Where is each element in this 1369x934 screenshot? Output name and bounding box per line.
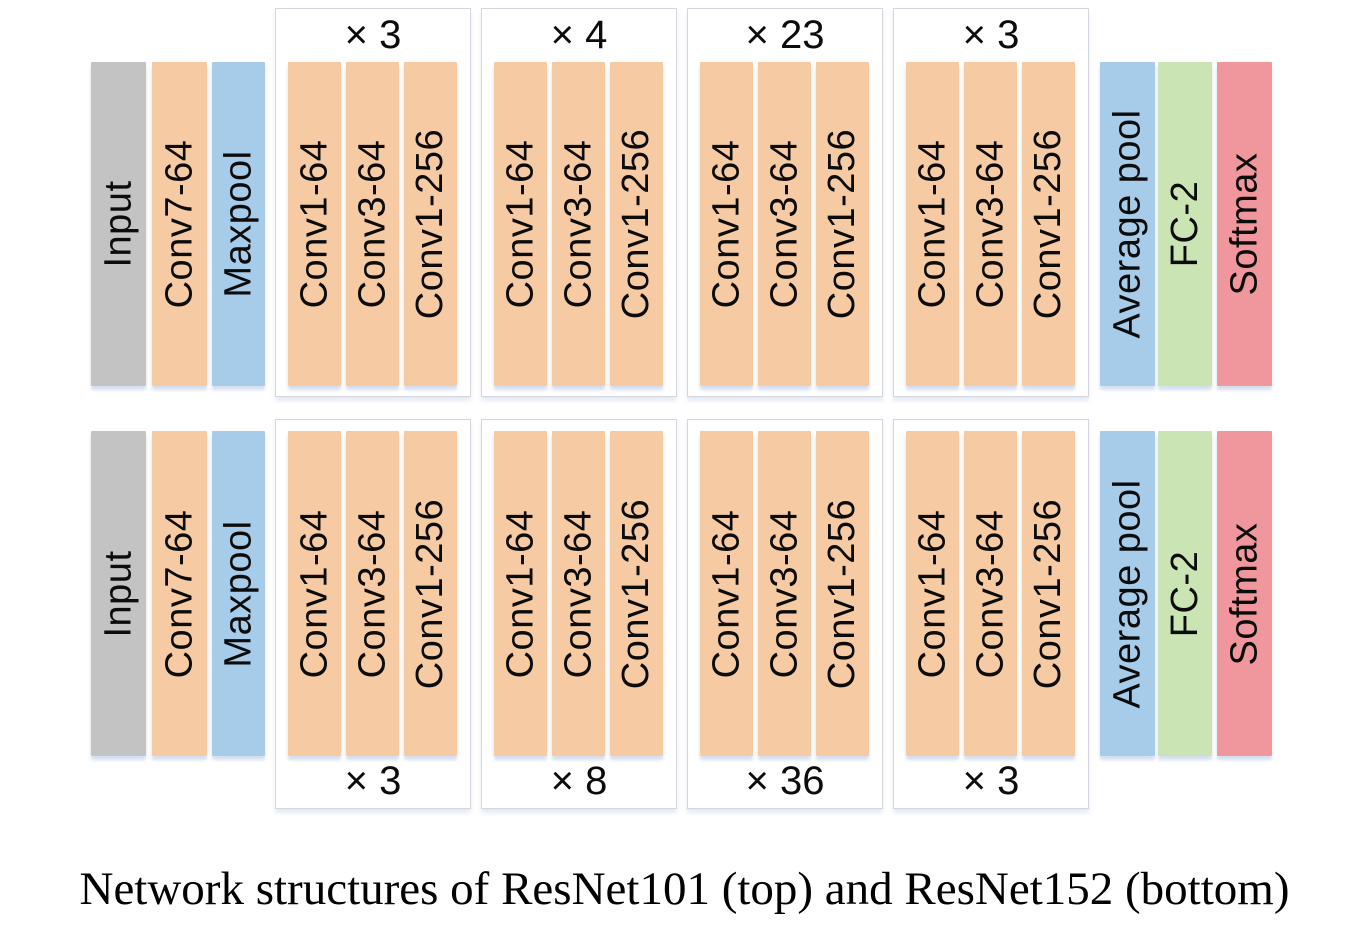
repeat-multiplier-label: × 3 [962, 13, 1020, 57]
maxpool-block: Maxpool [212, 62, 265, 386]
conv-block: Conv1-64 [288, 62, 341, 386]
block-label: FC-2 [1164, 550, 1207, 637]
block-label: Conv1-64 [499, 509, 542, 678]
conv-block: Conv3-64 [552, 431, 605, 756]
maxpool-block: Maxpool [212, 431, 265, 756]
block-label: Conv1-64 [293, 509, 336, 678]
repeat-multiplier-label: × 23 [745, 13, 825, 57]
block-label: Input [97, 549, 140, 638]
conv-block: Conv1-256 [1022, 62, 1075, 386]
softmax-block: Softmax [1217, 431, 1272, 756]
conv-block: Conv3-64 [346, 431, 399, 756]
conv-block: Conv1-256 [816, 62, 869, 386]
conv-block: Conv3-64 [758, 431, 811, 756]
block-label: Conv3-64 [351, 509, 394, 678]
block-label: Conv7-64 [158, 509, 201, 678]
block-label: Conv3-64 [969, 509, 1012, 678]
conv-block: Conv1-256 [610, 62, 663, 386]
fc-2-block: FC-2 [1158, 431, 1212, 756]
repeat-multiplier-label: × 3 [962, 759, 1020, 803]
softmax-block: Softmax [1217, 62, 1272, 386]
repeat-multiplier-label: × 3 [344, 759, 402, 803]
block-label: Maxpool [217, 519, 260, 668]
repeat-multiplier-label: × 36 [745, 759, 825, 803]
conv-block: Conv1-256 [404, 431, 457, 756]
block-label: Conv1-64 [705, 509, 748, 678]
figure-caption: Network structures of ResNet101 (top) an… [79, 863, 1290, 915]
input-block: Input [91, 62, 146, 386]
conv-block: Conv3-64 [346, 62, 399, 386]
conv-block: Conv1-256 [610, 431, 663, 756]
conv-block: Conv1-256 [1022, 431, 1075, 756]
average-pool-block: Average pool [1100, 431, 1155, 756]
block-label: Softmax [1223, 522, 1266, 665]
conv-block: Conv3-64 [552, 62, 605, 386]
conv-block: Conv1-64 [906, 62, 959, 386]
repeat-multiplier-label: × 4 [550, 13, 608, 57]
repeat-multiplier-label: × 8 [550, 759, 608, 803]
block-label: Conv1-256 [1027, 498, 1070, 689]
block-label: Conv1-256 [615, 498, 658, 689]
conv-block: Conv1-256 [404, 62, 457, 386]
block-label: Conv3-64 [763, 509, 806, 678]
conv-block: Conv1-64 [700, 62, 753, 386]
fc-2-block: FC-2 [1158, 62, 1212, 386]
average-pool-block: Average pool [1100, 62, 1155, 386]
conv-block: Conv1-64 [906, 431, 959, 756]
conv7-64-block: Conv7-64 [152, 431, 207, 756]
conv-block: Conv1-64 [494, 431, 547, 756]
repeat-multiplier-label: × 3 [344, 13, 402, 57]
block-label: Conv1-256 [821, 498, 864, 689]
block-label: Conv3-64 [557, 509, 600, 678]
block-label: Average pool [1106, 478, 1149, 709]
conv-block: Conv1-64 [288, 431, 341, 756]
conv7-64-block: Conv7-64 [152, 62, 207, 386]
block-label: Conv1-256 [409, 498, 452, 689]
conv-block: Conv3-64 [964, 431, 1017, 756]
conv-block: Conv1-256 [816, 431, 869, 756]
input-block: Input [91, 431, 146, 756]
block-label: Conv1-64 [911, 509, 954, 678]
conv-block: Conv3-64 [964, 62, 1017, 386]
conv-block: Conv3-64 [758, 62, 811, 386]
conv-block: Conv1-64 [700, 431, 753, 756]
conv-block: Conv1-64 [494, 62, 547, 386]
